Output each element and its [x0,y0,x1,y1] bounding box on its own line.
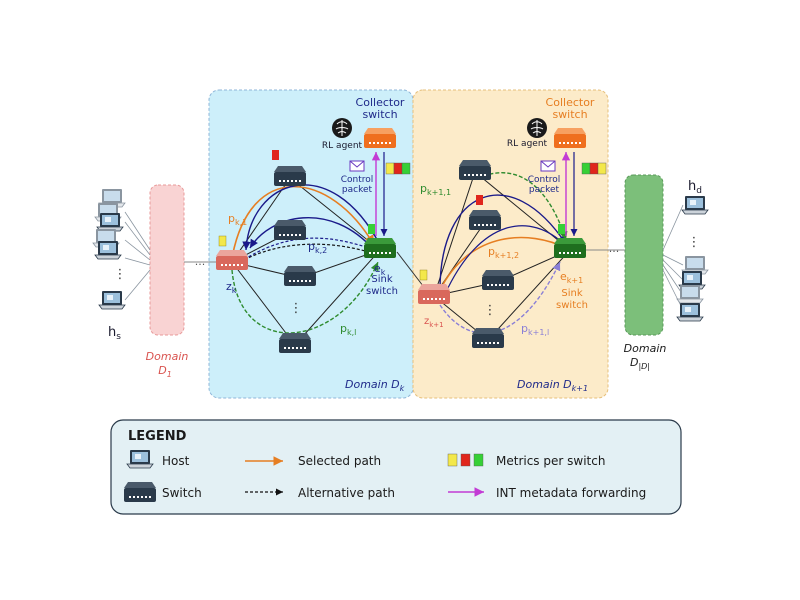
control-packet-label-k1-line2: packet [529,185,560,195]
domain-last-label-line2: D|D| [630,356,650,371]
collector-switch-k1-icon [554,128,586,148]
host-icon [94,240,122,260]
host-icon [676,284,704,304]
legend-switch-label: Switch [162,486,202,500]
legend-int-label: INT metadata forwarding [496,486,646,500]
rl-agent-label-k: RL agent [322,141,363,151]
label-ek1: ek+1 [560,270,583,285]
label-zk: zk [226,280,237,295]
legend-metrics-label: Metrics per switch [496,454,605,468]
metrics-stack-k [385,162,411,175]
collector-label-k-line2: switch [362,108,397,121]
collector-switch-k-icon [364,128,396,148]
switch-icon [469,210,501,230]
switch-icon [279,333,311,353]
control-packet-label-k-line1: Control [341,175,374,185]
label-hs: hs [108,325,121,342]
domain-1-label-line2: D1 [158,364,172,379]
rl-agent-brain-icon [527,118,547,138]
legend-switch-icon [124,482,156,502]
label-pk1: pk,1 [228,212,247,227]
vdots-hosts-left: ⋮ [114,267,127,282]
legend-metrics-icon [447,453,484,467]
switch-icon [274,166,306,186]
switch-icon [284,266,316,286]
sink-label-k-line2: switch [366,286,398,297]
control-packet-envelope-icon [540,160,556,172]
legend-box [110,419,682,515]
sink-switch-ek-icon [364,238,396,258]
metrics-stack-k1 [581,162,607,175]
label-hd: hd [688,179,702,196]
switch-icon [274,220,306,240]
switch-icon [472,328,504,348]
sink-switch-ek1-icon [554,238,586,258]
collector-label-k-line1: Collector [356,96,405,109]
host-links-left [124,211,151,301]
sink-label-k1-line1: Sink [561,288,582,299]
host-destination-icon [681,195,709,215]
rl-agent-brain-icon [332,118,352,138]
sink-label-k-line1: Sink [371,274,392,285]
switch-icon [482,270,514,290]
label-pk11: pk+1,1 [420,182,451,197]
ingress-switch-zk1-icon [418,284,450,304]
domain-k-label: Domain Dk [345,378,405,393]
metric-flag-red [476,195,483,205]
control-packet-label-k-line2: packet [342,185,373,195]
domain-k1-label: Domain Dk+1 [517,378,588,393]
collector-label-k1-line1: Collector [546,96,595,109]
collector-label-k1-line2: switch [552,108,587,121]
control-packet-envelope-icon [349,160,365,172]
metric-flag-green [558,224,565,234]
legend-selected-label: Selected path [298,454,381,468]
label-pk1l: pk+1,l [521,322,549,337]
metric-flag-yellow [419,269,428,281]
sink-label-k1-line2: switch [556,300,588,311]
label-ek: ek [374,262,386,277]
vdots-hosts-right: ⋮ [688,235,701,250]
domain-last-box [624,174,664,336]
host-source-icon [98,290,126,310]
label-pkl: pk,l [340,322,356,337]
host-icon [676,302,704,322]
legend-host-label: Host [162,454,190,468]
switch-icon [459,160,491,180]
ellipsis-link-left: ... [195,255,206,268]
domain-1-label-line1: Domain [146,350,189,363]
domain-last-label-line1: Domain [624,342,667,355]
ellipsis-link-right: ... [609,242,620,255]
legend-host-icon [126,449,154,469]
metric-flag-red [272,150,279,160]
label-zk1: zk+1 [424,316,444,329]
label-pk2: pk,2 [308,240,327,255]
host-icon [96,212,124,232]
legend-title: LEGEND [128,429,187,444]
control-packet-label-k1-line1: Control [528,175,561,185]
label-pk12: pk+1,2 [488,245,519,260]
host-links-right [662,204,684,311]
domain-1-box [149,184,185,336]
metric-flag-green [368,224,375,234]
rl-agent-label-k1: RL agent [507,139,548,149]
ingress-switch-zk-icon [216,250,248,270]
metric-flag-yellow [218,235,227,247]
vdots-k: ⋮ [290,301,303,316]
vdots-k1: ⋮ [484,303,497,318]
legend-alternative-label: Alternative path [298,486,395,500]
